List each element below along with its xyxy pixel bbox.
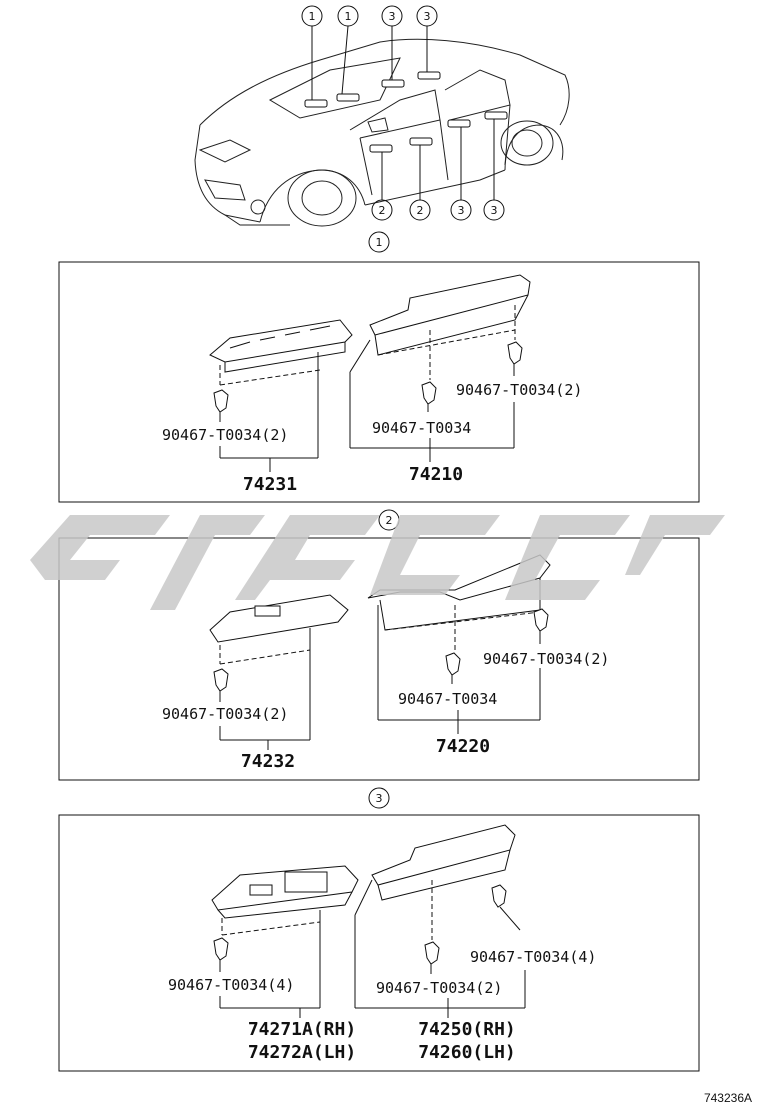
clip-icon [491,884,507,908]
clip-part-number-right: 90467-T0034(4) [470,948,596,966]
part-number-right: 74220 [436,736,490,757]
section-1: 1 90467-T0034(2) 90467-T [58,231,700,503]
switch-pad-marker [304,99,328,108]
section-marker-number: 2 [386,514,393,527]
callout-3a: 3 [381,5,403,27]
switch-bezel [209,594,349,643]
part-number-right-rh: 74250(RH) [418,1019,516,1040]
callout-number: 2 [417,204,424,217]
reference-code: 743236A [704,1091,752,1105]
callout-1a: 1 [301,5,323,27]
section-frame [58,814,700,1072]
callout-number: 1 [309,10,316,23]
switch-opening [249,884,273,896]
part-number-right: 74210 [409,464,463,485]
clip-icon [507,341,523,365]
clip-icon [533,608,549,632]
clip-part-number-left: 90467-T0034(2) [162,705,288,723]
callout-2b: 2 [409,199,431,221]
clip-part-number-middle: 90467-T0034 [398,690,497,708]
part-number-left: 74231 [243,474,297,495]
clip-icon [424,941,440,965]
part-number-left: 74232 [241,751,295,772]
section-marker: 3 [368,787,390,809]
clip-part-number-left: 90467-T0034(4) [168,976,294,994]
car-callouts-bottom: 2 2 3 3 [371,199,505,221]
clip-part-number-middle: 90467-T0034(2) [376,979,502,997]
car-callouts-top: 1 1 3 3 [301,5,438,27]
clip-icon [213,668,229,692]
callout-2a: 2 [371,199,393,221]
car-illustration [194,25,570,227]
switch-pad-marker [369,144,393,153]
callout-number: 3 [424,10,431,23]
clip-icon [213,389,229,413]
callout-3d: 3 [483,199,505,221]
switch-opening [254,605,281,617]
section-2: 2 90467-T0034(2) 90467-T0034 90467-T0034… [58,509,700,781]
section-frame [58,261,700,503]
section-frame [58,537,700,781]
callout-1b: 1 [337,5,359,27]
clip-icon [421,381,437,405]
callout-number: 3 [458,204,465,217]
switch-pad-marker [447,119,471,128]
armrest-garnish [371,824,516,886]
part-number-left-lh: 74272A(LH) [248,1042,356,1063]
clip-part-number-middle: 90467-T0034 [372,419,471,437]
callout-3c: 3 [450,199,472,221]
switch-pad-marker [484,111,508,120]
section-marker-number: 1 [376,236,383,249]
clip-icon [213,937,229,961]
switch-pad-marker [381,79,405,88]
section-marker-number: 3 [376,792,383,805]
switch-bezel [209,319,353,363]
clip-part-number-right: 90467-T0034(2) [483,650,609,668]
part-number-right-lh: 74260(LH) [418,1042,516,1063]
clip-icon [445,652,461,676]
callout-number: 1 [345,10,352,23]
switch-pad-marker [336,93,360,102]
armrest-garnish [369,274,531,336]
callout-number: 3 [491,204,498,217]
switch-pad-marker [409,137,433,146]
part-number-left-rh: 74271A(RH) [248,1019,356,1040]
callout-3b: 3 [416,5,438,27]
switch-opening [284,871,328,893]
switch-pad-marker [417,71,441,80]
clip-part-number-right: 90467-T0034(2) [456,381,582,399]
callout-number: 2 [379,204,386,217]
watermark-shapes [30,515,725,610]
section-marker: 1 [368,231,390,253]
callout-number: 3 [389,10,396,23]
section-3: 3 90467-T0034(4) 90467-T0034(2) 90467-T0… [58,787,700,1072]
clip-part-number-left: 90467-T0034(2) [162,426,288,444]
